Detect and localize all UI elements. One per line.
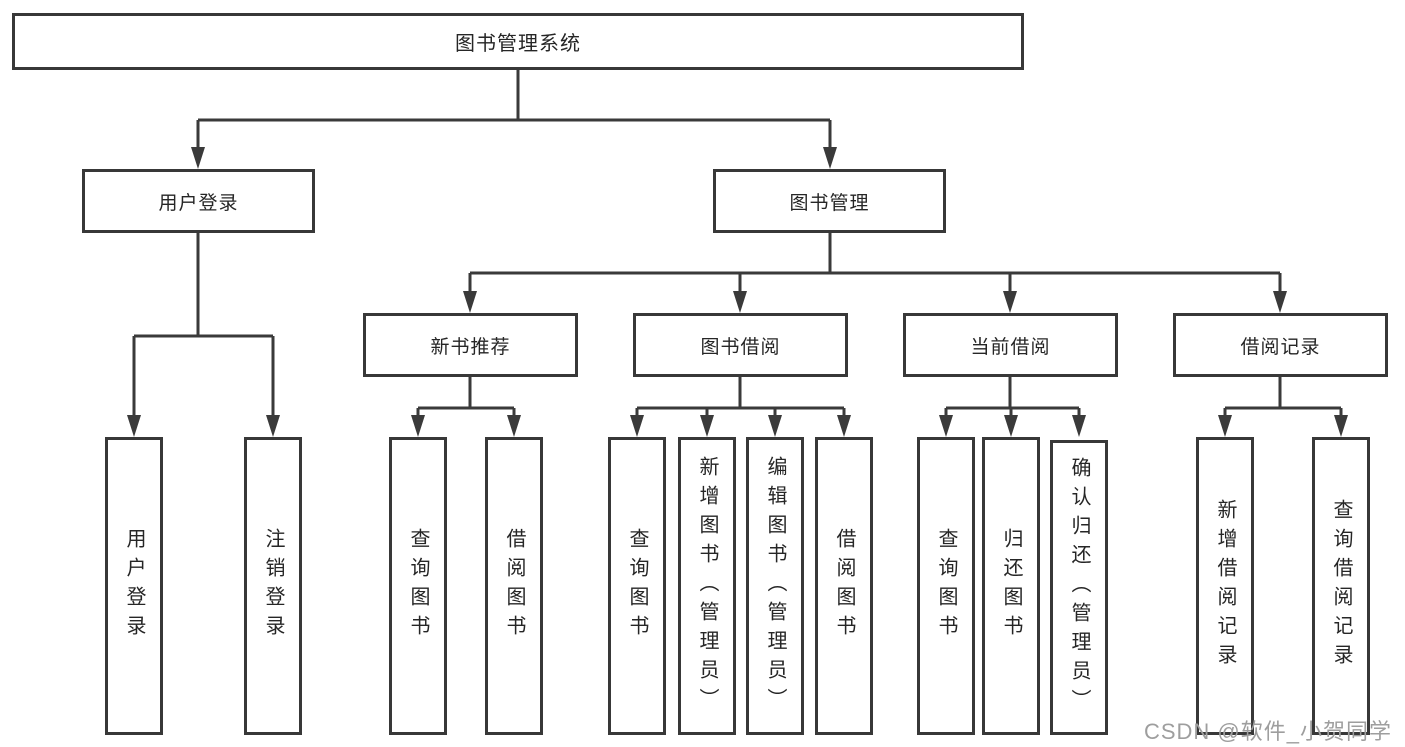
node-current-borrowing: 当前借阅 bbox=[903, 313, 1118, 377]
node-book-management: 图书管理 bbox=[713, 169, 946, 233]
leaf-query-borrow-record: 查询借阅记录 bbox=[1312, 437, 1370, 735]
leaf-borrow-books-recommend: 借阅图书 bbox=[485, 437, 543, 735]
leaf-add-borrow-record: 新增借阅记录 bbox=[1196, 437, 1254, 735]
leaf-logout: 注销登录 bbox=[244, 437, 302, 735]
leaf-return-books: 归还图书 bbox=[982, 437, 1040, 735]
leaf-add-books-admin: 新增图书（管理员） bbox=[678, 437, 736, 735]
csdn-watermark: CSDN @软件_小贺同学 bbox=[1143, 719, 1392, 744]
leaf-user-login: 用户登录 bbox=[105, 437, 163, 735]
leaf-edit-books-admin: 编辑图书（管理员） bbox=[746, 437, 804, 735]
leaf-query-books-recommend: 查询图书 bbox=[389, 437, 447, 735]
node-user-login: 用户登录 bbox=[82, 169, 315, 233]
leaf-query-books-borrowing: 查询图书 bbox=[608, 437, 666, 735]
node-new-book-recommendation: 新书推荐 bbox=[363, 313, 578, 377]
node-book-borrowing: 图书借阅 bbox=[633, 313, 848, 377]
leaf-query-books-current: 查询图书 bbox=[917, 437, 975, 735]
node-root-library-management-system: 图书管理系统 bbox=[12, 13, 1024, 70]
leaf-borrow-books-borrowing: 借阅图书 bbox=[815, 437, 873, 735]
node-borrowing-records: 借阅记录 bbox=[1173, 313, 1388, 377]
leaf-confirm-return-admin: 确认归还（管理员） bbox=[1050, 440, 1108, 735]
